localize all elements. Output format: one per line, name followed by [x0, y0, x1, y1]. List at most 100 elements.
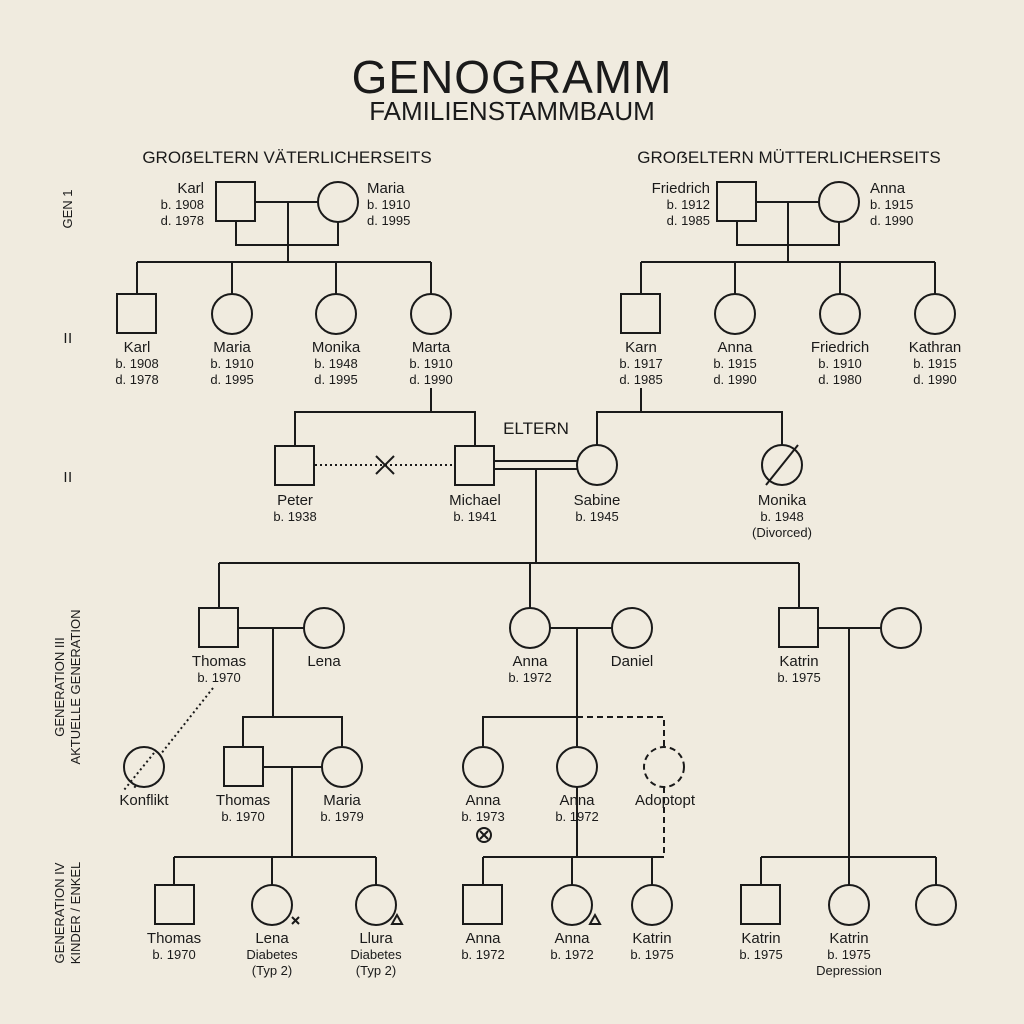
- person-label-karl-2: Karl b. 1908 d. 1978: [115, 339, 158, 388]
- male-symbol-katrin-c2: [740, 884, 781, 925]
- generation-label-gen3: GENERATION III AKTUELLE GENERATION: [52, 609, 84, 764]
- generation-label-row3: II: [63, 469, 73, 486]
- adopted-symbol: [643, 746, 685, 788]
- female-symbol-anna-b1: [462, 746, 504, 788]
- pinfo: Diabetes: [246, 947, 298, 962]
- pinfo: b. 1915: [713, 356, 757, 371]
- pname: Anna: [465, 930, 501, 947]
- pinfo: d. 1978: [160, 213, 204, 228]
- pname: Thomas: [146, 930, 202, 947]
- pname: Peter: [277, 492, 313, 509]
- pinfo: b. 1972: [555, 809, 599, 824]
- person-label-laura-c: Llura Diabetes (Typ 2): [350, 930, 401, 979]
- pinfo: d. 1995: [210, 372, 254, 387]
- pname: Anna: [512, 653, 548, 670]
- pname: Karn: [625, 339, 657, 356]
- female-symbol-lena-g3: [303, 607, 345, 649]
- pinfo: d. 1980: [818, 372, 862, 387]
- male-symbol-karn-2: [620, 293, 661, 334]
- pinfo: b. 1910: [818, 356, 862, 371]
- divorced-slash: [765, 444, 799, 486]
- pinfo: b. 1972: [461, 947, 505, 962]
- person-label-thomas-c: Thomas b. 1970: [147, 930, 201, 963]
- pinfo: b. 1945: [575, 509, 619, 524]
- pinfo: b. 1972: [550, 947, 594, 962]
- pinfo: b. 1975: [630, 947, 674, 962]
- group-label-maternal: GROẞELTERN MÜTTERLICHERSEITS: [637, 148, 941, 167]
- pname: Katrin: [741, 930, 781, 947]
- page-title: GENOGRAMM: [351, 51, 673, 103]
- person-label-sabine: Sabine b. 1945: [574, 492, 621, 525]
- person-label-friedrich-2: Friedrich b. 1910 d. 1980: [811, 339, 869, 388]
- person-label-anna-gp: Anna b. 1915 d. 1990: [870, 180, 913, 229]
- person-label-karl-gp: Karl b. 1908 d. 1978: [142, 180, 204, 229]
- pinfo: d. 1990: [409, 372, 453, 387]
- generation-label-gen3-line2: AKTUELLE GENERATION: [68, 609, 83, 765]
- pname: Anna: [717, 339, 753, 356]
- pinfo: b. 1979: [320, 809, 364, 824]
- female-symbol-anna-b2: [556, 746, 598, 788]
- person-label-thomas-b: Thomas b. 1970: [216, 792, 270, 825]
- female-symbol-kathran-2: [914, 293, 956, 335]
- person-label-maria-gp: Maria b. 1910 d. 1995: [367, 180, 410, 229]
- pinfo: b. 1975: [777, 670, 821, 685]
- person-label-katrin-g3: Katrin b. 1975: [777, 653, 820, 686]
- female-symbol-sabine: [576, 444, 618, 486]
- pname: Adoptopt: [634, 792, 696, 809]
- pinfo: (Typ 2): [251, 963, 293, 978]
- pinfo: d. 1985: [666, 213, 710, 228]
- pname: Lena: [307, 653, 341, 670]
- person-label-katrin-c1: Katrin b. 1975: [630, 930, 673, 963]
- pinfo: Depression: [816, 963, 882, 978]
- female-symbol-friedrich-2: [819, 293, 861, 335]
- pname: Katrin: [829, 930, 869, 947]
- female-symbol-katrin-spouse: [880, 607, 922, 649]
- male-symbol-thomas-b: [223, 746, 264, 787]
- pinfo: b. 1975: [827, 947, 871, 962]
- person-label-maria-b: Maria b. 1979: [320, 792, 363, 825]
- pname: Sabine: [573, 492, 621, 509]
- generation-label-gen1: GEN 1: [60, 189, 75, 229]
- person-label-katrin-c2: Katrin b. 1975: [739, 930, 782, 963]
- female-symbol-katrin-c1: [631, 884, 673, 926]
- female-symbol-konflikt: [123, 746, 165, 788]
- person-label-lena-g3: Lena: [307, 653, 340, 670]
- pname: Maria: [213, 339, 251, 356]
- person-label-monika-3: Monika b. 1948 (Divorced): [752, 492, 812, 541]
- female-symbol-maria-2: [211, 293, 253, 335]
- pname: Karl: [123, 339, 151, 356]
- pinfo: b. 1915: [870, 197, 914, 212]
- line: [291, 916, 300, 925]
- pinfo: b. 1948: [314, 356, 358, 371]
- pname: Michael: [449, 492, 501, 509]
- female-symbol-monika-2: [315, 293, 357, 335]
- sibship-line-peter-michael: [294, 411, 476, 446]
- generation-label-gen3-line1: GENERATION III: [52, 637, 67, 737]
- pname: Daniel: [610, 653, 654, 670]
- generation-label-gen4-line2: KINDER / ENKEL: [68, 861, 83, 965]
- male-symbol-friedrich: [716, 181, 757, 222]
- sibship-line-sabine-monika: [596, 411, 783, 446]
- line: [479, 830, 489, 840]
- pinfo: (Divorced): [752, 525, 812, 540]
- female-symbol-daniel-g3: [611, 607, 653, 649]
- person-label-michael: Michael b. 1941: [449, 492, 501, 525]
- pinfo: b. 1912: [666, 197, 710, 212]
- pinfo: d. 1978: [115, 372, 159, 387]
- pinfo: b. 1970: [221, 809, 265, 824]
- sibship-line-anna-daniel-children: [482, 716, 577, 746]
- person-label-anna-g3: Anna b. 1972: [508, 653, 551, 686]
- group-label-paternal: GROẞELTERN VÄTERLICHERSEITS: [142, 148, 432, 167]
- pinfo: b. 1915: [913, 356, 957, 371]
- pinfo: d. 1985: [619, 372, 663, 387]
- triangle-marker-icon: [390, 912, 404, 925]
- pname: Friedrich: [651, 180, 710, 197]
- male-symbol-karl: [215, 181, 256, 222]
- female-symbol-unnamed-c: [915, 884, 957, 926]
- pname: Thomas: [215, 792, 271, 809]
- pinfo: b. 1910: [210, 356, 254, 371]
- pinfo: b. 1910: [409, 356, 453, 371]
- deceased-marker-icon: [476, 827, 492, 843]
- female-symbol-anna-c2: [551, 884, 593, 926]
